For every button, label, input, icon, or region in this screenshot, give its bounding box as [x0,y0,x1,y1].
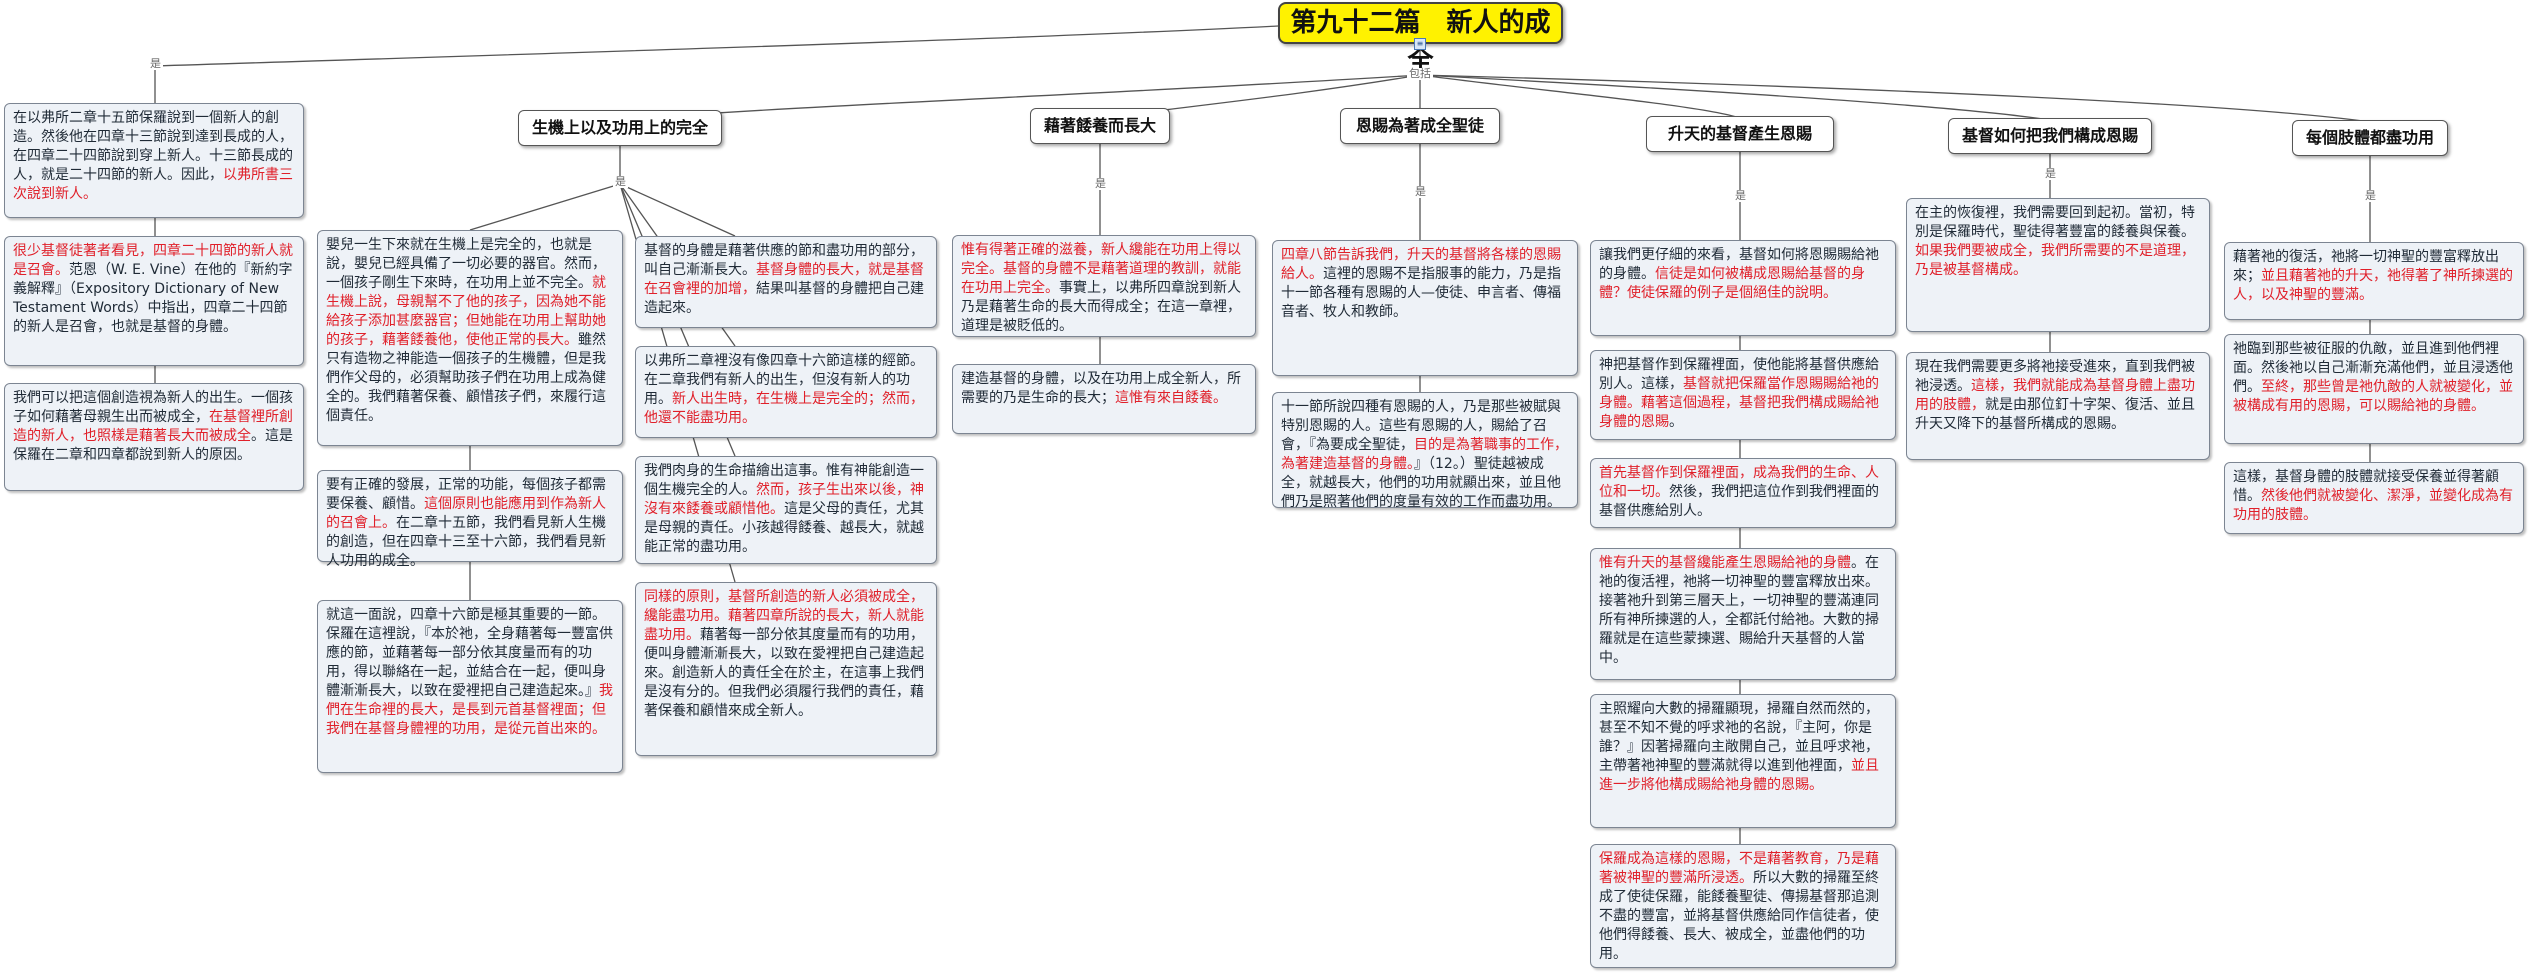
b6-box-resurrection: 藉著祂的復活，祂將一切神聖的豐富釋放出來；並且藉著祂的升天，祂得著了神所揀選的人… [2224,242,2524,320]
branch-christ-constitutes-gifts[interactable]: 基督如何把我們構成恩賜 [1948,118,2152,154]
label-is: 是 [2043,167,2058,180]
body-text: 。這是保羅在二章和四章都說到新人的原因。 [13,428,293,463]
branch-gifts-perfecting[interactable]: 恩賜為著成全聖徒 [1340,108,1500,144]
highlighted-text: 以弗所書三次說到新人。 [13,167,293,202]
highlighted-text: 基督就把保羅當作恩賜賜給祂的身體。藉著這個過程，基督把我們構成賜給祂身體的恩賜 [1599,376,1879,430]
highlighted-text: 並且進一步將他構成賜給祂身體的恩賜。 [1599,758,1879,793]
body-text: 雖然只有造物之神能造一個孩子的生機體，但是我們作父母的，必須幫助孩子們在功用上成… [326,332,606,424]
highlighted-text: 在基督裡所創造的新人，也照樣是藉著長大而被成全 [13,409,293,444]
highlighted-text: 惟有得著正確的滋養，新人纔能在功用上得以完全。基督的身體不是藉著道理的教訓，就能… [961,242,1241,296]
highlighted-text: 基督身體的長大，就是基督在召會裡的加增， [644,262,924,297]
body-text: 就是由那位釘十字架、復活、並且升天又降下的基督所構成的恩賜。 [1915,397,2195,432]
body-text: 就這一面說，四章十六節是極其重要的一節。保羅在這裡說，『本於祂，全身藉著每一豐富… [326,607,613,699]
body-text: 然後，我們把這位作到我們裡面的基督供應給別人。 [1599,484,1879,519]
body-text: 祂臨到那些被征服的仇敵，並且進到他們裡面。然後祂以自己漸漸充滿他們，並且浸透他們… [2233,341,2513,395]
label-is: 是 [2363,189,2378,202]
document-icon[interactable]: ≡ [1414,38,1426,50]
body-text: 現在我們需要更多將祂接受進來，直到我們被祂浸透。 [1915,359,2195,394]
branch-every-member-functions[interactable]: 每個肢體都盡功用 [2292,120,2448,156]
intro-box-church: 很少基督徒著者看見，四章二十四節的新人就是召會。范恩（W. E. Vine）在他… [4,236,304,366]
b1-box-same-principle: 同樣的原則，基督所創造的新人必須被成全，纔能盡功用。藉著四章所說的長大，新人就能… [635,582,937,756]
body-text: 事實上，以弗所四章說到新人乃是藉著生命的長大而得成全；在這一章裡，道理是被貶低的… [961,280,1241,334]
highlighted-text: 如果我們要被成全，我們所需要的不是道理，乃是被基督構成。 [1915,243,2195,278]
highlighted-text: 首先基督作到保羅裡面，成為我們的生命、人位和一切。 [1599,465,1879,500]
b5-box-receive: 現在我們需要更多將祂接受進來，直到我們被祂浸透。這樣，我們就能成為基督身體上盡功… [1906,352,2210,460]
highlighted-text: 保羅成為這樣的恩賜，不是藉著教育，乃是藉著被神聖的豐滿所浸透。 [1599,851,1879,886]
b4-box-saul: 主照耀向大數的掃羅顯現，掃羅自然而然的，甚至不知不覺的呼求祂的名說，『主阿，你是… [1590,694,1896,828]
body-text: 建造基督的身體，以及在功用上成全新人，所需要的乃是生命的長大； [961,371,1241,406]
body-text: 結果叫基督的身體把自己建造起來。 [644,281,924,316]
body-text: 。在祂的復活裡，祂將一切神聖的豐富釋放出來。接著祂升到第三層天上，一切神聖的豐滿… [1599,555,1879,666]
body-text: 這樣，基督身體的肢體就接受保養並得著顧惜。 [2233,469,2499,504]
highlighted-text: 這個原則也能應用到作為新人的召會上。 [326,496,606,531]
intro-box-new-man: 在以弗所二章十五節保羅說到一個新人的創造。然後他在四章十三節說到達到長成的人，在… [4,103,304,218]
branch-organic-functional[interactable]: 生機上以及功用上的完全 [518,110,722,146]
body-text: 主照耀向大數的掃羅顯現，掃羅自然而然的，甚至不知不覺的呼求祂的名說，『主阿，你是… [1599,701,1879,774]
highlighted-text: 新人出生時，在生機上是完全的；然而，他還不能盡功用。 [644,391,924,426]
highlighted-text: 就生機上說，母親幫不了他的孩子，因為她不能給孩子添加甚麼器官；但她能在功用上幫助… [326,275,606,348]
b1-box-body-growth: 基督的身體是藉著供應的節和盡功用的部分，叫自己漸漸長大。基督身體的長大，就是基督… [635,236,937,328]
b4-box-paul-example: 讓我們更仔細的來看，基督如何將恩賜賜給祂的身體。信徒是如何被構成恩賜給基督的身體… [1590,240,1896,336]
body-text: 我們可以把這個創造視為新人的出生。一個孩子如何藉著母親生出而被成全， [13,390,293,425]
highlighted-text: 這樣，我們就能成為基督身體上盡功用的肢體， [1915,378,2195,413]
highlighted-text: 至終，那些曾是祂仇敵的人就被變化，並被構成有用的恩賜，可以賜給祂的身體。 [2233,379,2513,414]
body-text: 十一節所說四種有恩賜的人，乃是那些被賦與特別恩賜的人。這些有恩賜的人，賜給了召會… [1281,399,1561,453]
body-text: 藉著每一部分依其度量而有的功用，便叫身體漸漸長大，以致在愛裡把自己建造起來。創造… [644,627,924,719]
label-is: 是 [613,175,628,188]
b3-box-gifts: 四章八節告訴我們，升天的基督將各樣的恩賜給人。這裡的恩賜不是指服事的能力，乃是指… [1272,240,1578,376]
body-text: 在主的恢復裡，我們需要回到起初。當初，特別是保羅時代，聖徒得著豐富的餧養與保養。 [1915,205,2195,240]
b1-box-verse16: 就這一面說，四章十六節是極其重要的一節。保羅在這裡說，『本於祂，全身藉著每一豐富… [317,600,623,773]
body-text: 范恩（W. E. Vine）在他的『新約字義解釋』（Expository Dic… [13,262,293,335]
label-is: 是 [1093,177,1108,190]
b5-box-recovery: 在主的恢復裡，我們需要回到起初。當初，特別是保羅時代，聖徒得著豐富的餧養與保養。… [1906,198,2210,332]
label-is: 是 [1413,185,1428,198]
highlighted-text: 然後他們就被變化、潔淨，並變化成為有功用的肢體。 [2233,488,2513,523]
highlighted-text: 這惟有來自餧養。 [1115,390,1227,406]
b2-box-building: 建造基督的身體，以及在功用上成全新人，所需要的乃是生命的長大；這惟有來自餧養。 [952,364,1256,434]
body-text: 神把基督作到保羅裡面，使他能將基督供應給別人。這樣， [1599,357,1879,392]
b6-box-members: 這樣，基督身體的肢體就接受保養並得著顧惜。然後他們就被變化、潔淨，並變化成為有功… [2224,462,2524,534]
body-text: 這裡的恩賜不是指服事的能力，乃是指十一節各種有恩賜的人—使徒、申言者、傳福音者、… [1281,266,1561,320]
body-text: 藉著祂的復活，祂將一切神聖的豐富釋放出來； [2233,249,2499,284]
b1-box-chapter2: 以弗所二章裡沒有像四章十六節這樣的經節。在二章我們有新人的出生，但沒有新人的功用… [635,346,937,438]
highlighted-text: 信徒是如何被構成恩賜給基督的身體？使徒保羅的例子是個絕佳的說明。 [1599,266,1865,301]
b4-box-saturated: 保羅成為這樣的恩賜，不是藉著教育，乃是藉著被神聖的豐滿所浸透。所以大數的掃羅至終… [1590,844,1896,968]
b4-box-ascended: 惟有升天的基督纔能產生恩賜給祂的身體。在祂的復活裡，祂將一切神聖的豐富釋放出來。… [1590,548,1896,680]
label-includes: 包括 [1407,67,1433,80]
body-text: 要有正確的發展，正常的功能，每個孩子都需要保養、顧惜。 [326,477,606,512]
branch-ascended-christ-gifts[interactable]: 升天的基督產生恩賜 [1646,116,1834,152]
intro-box-birth: 我們可以把這個創造視為新人的出生。一個孩子如何藉著母親生出而被成全，在基督裡所創… [4,383,304,491]
highlighted-text: 我們在生命裡的長大，是長到元首基督裡面；但我們在基督身體裡的功用，是從元首出來的… [326,683,613,737]
body-text: 讓我們更仔細的來看，基督如何將恩賜賜給祂的身體。 [1599,247,1879,282]
body-text: 』（12。）聖徒越被成全，就越長大，他們的功用就顯出來，並且他們乃是照著他們的度… [1281,456,1561,510]
body-text: 這是父母的責任，尤其是母親的責任。小孩越得餧養、越長大，就越能正常的盡功用。 [644,501,924,555]
b1-box-physical-life: 我們肉身的生命描繪出這事。惟有神能創造一個生機完全的人。然而，孩子生出來以後，神… [635,456,937,564]
b4-box-first-christ: 首先基督作到保羅裡面，成為我們的生命、人位和一切。然後，我們把這位作到我們裡面的… [1590,458,1896,528]
body-text: 我們肉身的生命描繪出這事。惟有神能創造一個生機完全的人。 [644,463,924,498]
highlighted-text: 並且藉著祂的升天，祂得著了神所揀選的人，以及神聖的豐滿。 [2233,268,2513,303]
b3-box-four-kinds: 十一節所說四種有恩賜的人，乃是那些被賦與特別恩賜的人。這些有恩賜的人，賜給了召會… [1272,392,1578,510]
b1-box-cherish: 要有正確的發展，正常的功能，每個孩子都需要保養、顧惜。這個原則也能應用到作為新人… [317,470,623,569]
b2-box-nourishment: 惟有得著正確的滋養，新人纔能在功用上得以完全。基督的身體不是藉著道理的教訓，就能… [952,235,1256,337]
branch-growth-by-nourishment[interactable]: 藉著餧養而長大 [1030,108,1170,144]
body-text: 以弗所二章裡沒有像四章十六節這樣的經節。在二章我們有新人的出生，但沒有新人的功用… [644,353,924,407]
label-is: 是 [148,57,163,70]
b1-box-infant: 嬰兒一生下來就在生機上是完全的，也就是說，嬰兒已經具備了一切必要的器官。然而，一… [317,230,623,446]
highlighted-text: 惟有升天的基督纔能產生恩賜給祂的身體 [1599,555,1851,571]
highlighted-text: 四章八節告訴我們，升天的基督將各樣的恩賜給人。 [1281,247,1561,282]
b6-box-enemies: 祂臨到那些被征服的仇敵，並且進到他們裡面。然後祂以自己漸漸充滿他們，並且浸透他們… [2224,334,2524,444]
highlighted-text: 目的是為著職事的工作，為著建造基督的身體。 [1281,437,1568,472]
body-text: 基督的身體是藉著供應的節和盡功用的部分，叫自己漸漸長大。 [644,243,924,278]
highlighted-text: 很少基督徒著者看見，四章二十四節的新人就是召會。 [13,243,293,278]
body-text: 嬰兒一生下來就在生機上是完全的，也就是說，嬰兒已經具備了一切必要的器官。然而，一… [326,237,606,291]
b4-box-christ-into-paul: 神把基督作到保羅裡面，使他能將基督供應給別人。這樣，基督就把保羅當作恩賜賜給祂的… [1590,350,1896,440]
body-text: 在以弗所二章十五節保羅說到一個新人的創造。然後他在四章十三節說到達到長成的人，在… [13,110,293,183]
body-text: 。 [1669,414,1683,430]
body-text: 所以大數的掃羅至終成了使徒保羅，能餧養聖徒、傳揚基督那追測不盡的豐富，並將基督供… [1599,870,1879,962]
highlighted-text: 然而，孩子生出來以後，神沒有來餧養或顧惜他。 [644,482,924,517]
body-text: 在二章十五節，我們看見新人生機的創造，但在四章十三至十六節，我們看見新人功用的成… [326,515,606,569]
label-is: 是 [1733,189,1748,202]
highlighted-text: 同樣的原則，基督所創造的新人必須被成全，纔能盡功用。藉著四章所說的長大，新人就能… [644,589,924,643]
